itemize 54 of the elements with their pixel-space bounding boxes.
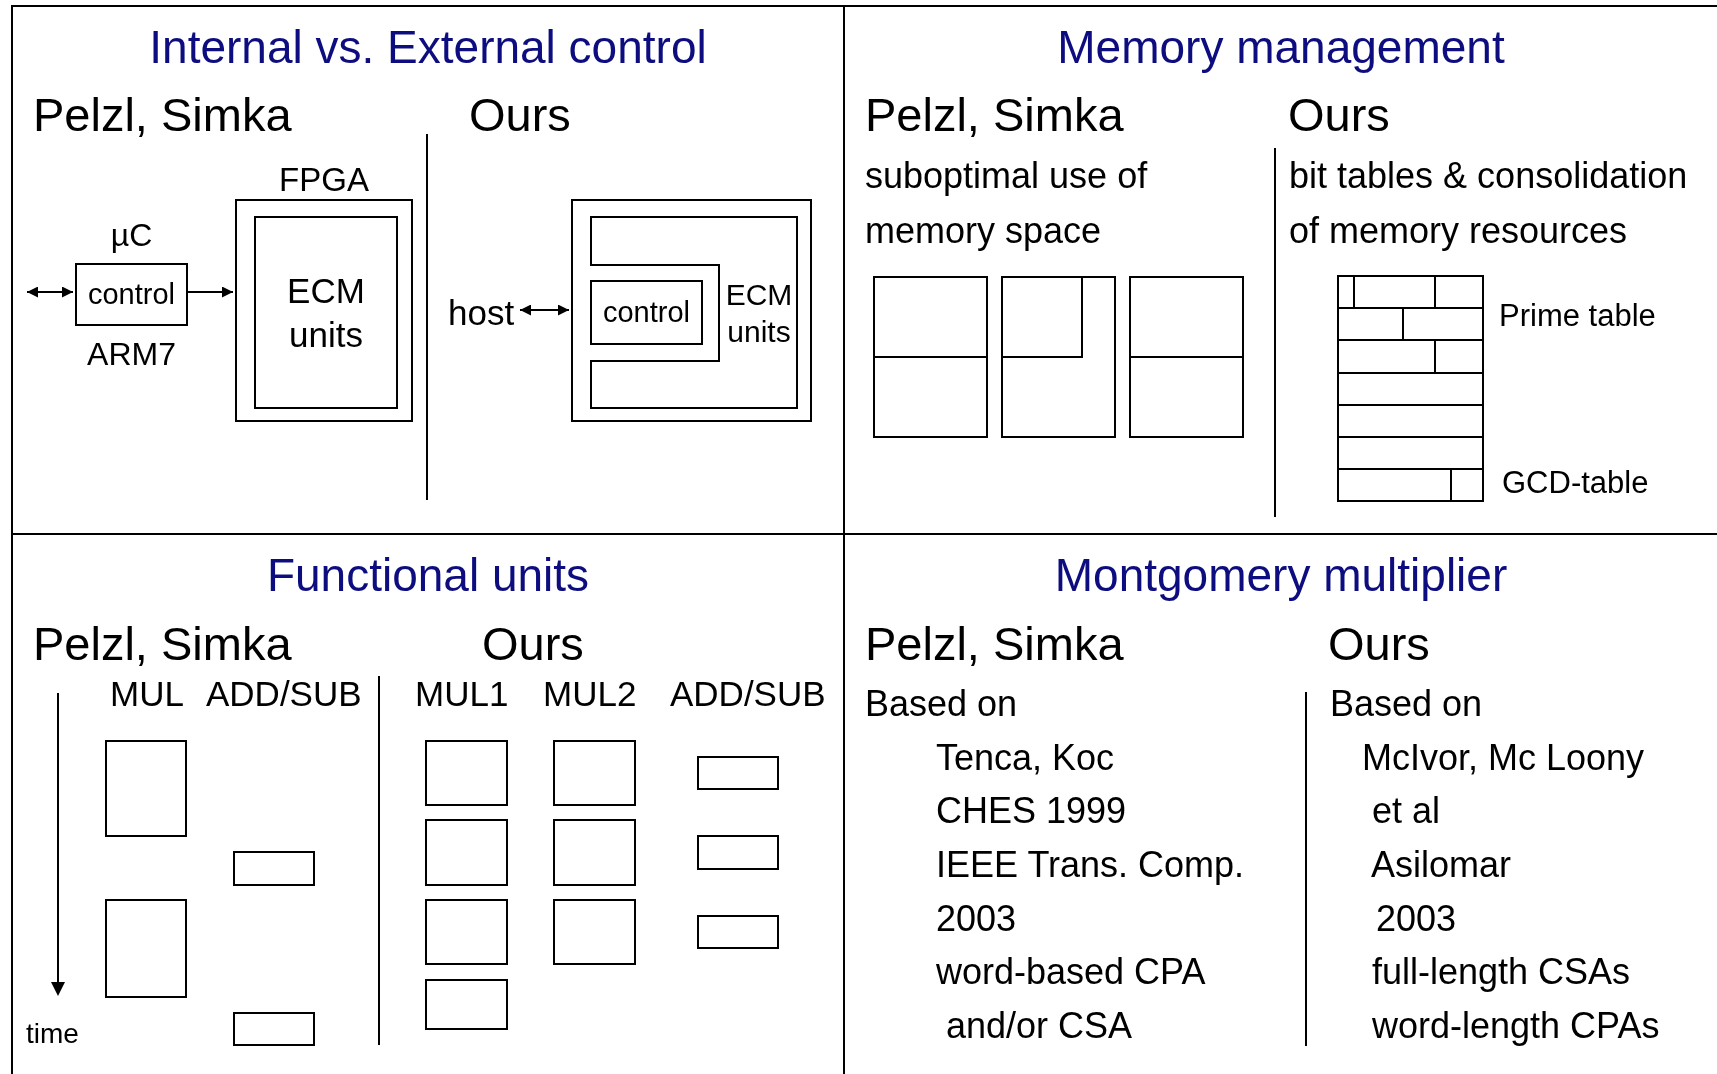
text-label: Asilomar bbox=[1371, 843, 1512, 885]
block-label: control bbox=[602, 295, 690, 331]
text-label: Prime table bbox=[1499, 298, 1656, 334]
text-label: full-length CSAs bbox=[1372, 950, 1631, 992]
text-label: 2003 bbox=[936, 897, 1017, 939]
text-label: IEEE Trans. Comp. bbox=[936, 843, 1245, 885]
text-label: Pelzl, Simka bbox=[33, 617, 292, 671]
region-label: ECM units bbox=[724, 276, 794, 350]
panel bbox=[11, 5, 843, 533]
text-label: MUL bbox=[110, 674, 184, 714]
outer-frame bbox=[571, 199, 812, 422]
text-label: Ours bbox=[469, 88, 571, 142]
double-arrow bbox=[26, 286, 74, 298]
text-label: word-length CPAs bbox=[1372, 1004, 1660, 1046]
text-label: ADD/SUB bbox=[206, 674, 362, 714]
text-label: Tenca, Koc bbox=[936, 736, 1115, 778]
text-label: Pelzl, Simka bbox=[865, 88, 1124, 142]
text-label: McIvor, Mc Loony bbox=[1362, 736, 1645, 778]
text-label: Based on bbox=[865, 682, 1018, 724]
block-box bbox=[590, 280, 703, 345]
text-label: Ours bbox=[1328, 617, 1430, 671]
caption-label: µC bbox=[110, 219, 153, 251]
text-label: et al bbox=[1372, 789, 1441, 831]
text-label: 2003 bbox=[1376, 897, 1457, 939]
node-label: host bbox=[448, 292, 522, 332]
double-arrow bbox=[519, 304, 570, 316]
arrow bbox=[185, 286, 234, 298]
text-label: MUL2 bbox=[543, 674, 637, 714]
panel-heading: Functional units bbox=[265, 548, 591, 603]
block-label: control bbox=[87, 277, 175, 313]
block-box bbox=[254, 216, 398, 409]
text-label: Ours bbox=[482, 617, 584, 671]
frame-label: FPGA bbox=[278, 163, 370, 196]
panel bbox=[843, 533, 1717, 1074]
panel bbox=[11, 533, 843, 1074]
panel-heading: Montgomery multiplier bbox=[1053, 548, 1509, 603]
text-label: time bbox=[26, 1018, 79, 1050]
panel-heading: Memory management bbox=[1056, 20, 1506, 75]
text-label: Based on bbox=[1330, 682, 1483, 724]
text-label: bit tables & consolidation of memory resources bbox=[1289, 153, 1689, 253]
text-label: suboptimal use of memory space bbox=[865, 153, 1149, 253]
text-label: Ours bbox=[1288, 88, 1390, 142]
text-label: ADD/SUB bbox=[670, 674, 826, 714]
caption-label: ARM7 bbox=[87, 338, 176, 370]
text-label: and/or CSA bbox=[946, 1004, 1133, 1046]
text-label: GCD-table bbox=[1502, 465, 1649, 501]
text-label: Pelzl, Simka bbox=[33, 88, 292, 142]
text-label: word-based CPA bbox=[936, 950, 1206, 992]
text-label: CHES 1999 bbox=[936, 789, 1127, 831]
block-label: ECM units bbox=[286, 269, 366, 356]
text-label: MUL1 bbox=[415, 674, 509, 714]
panel bbox=[843, 5, 1717, 533]
text-label: Pelzl, Simka bbox=[865, 617, 1124, 671]
panel-heading: Internal vs. External control bbox=[148, 20, 708, 75]
